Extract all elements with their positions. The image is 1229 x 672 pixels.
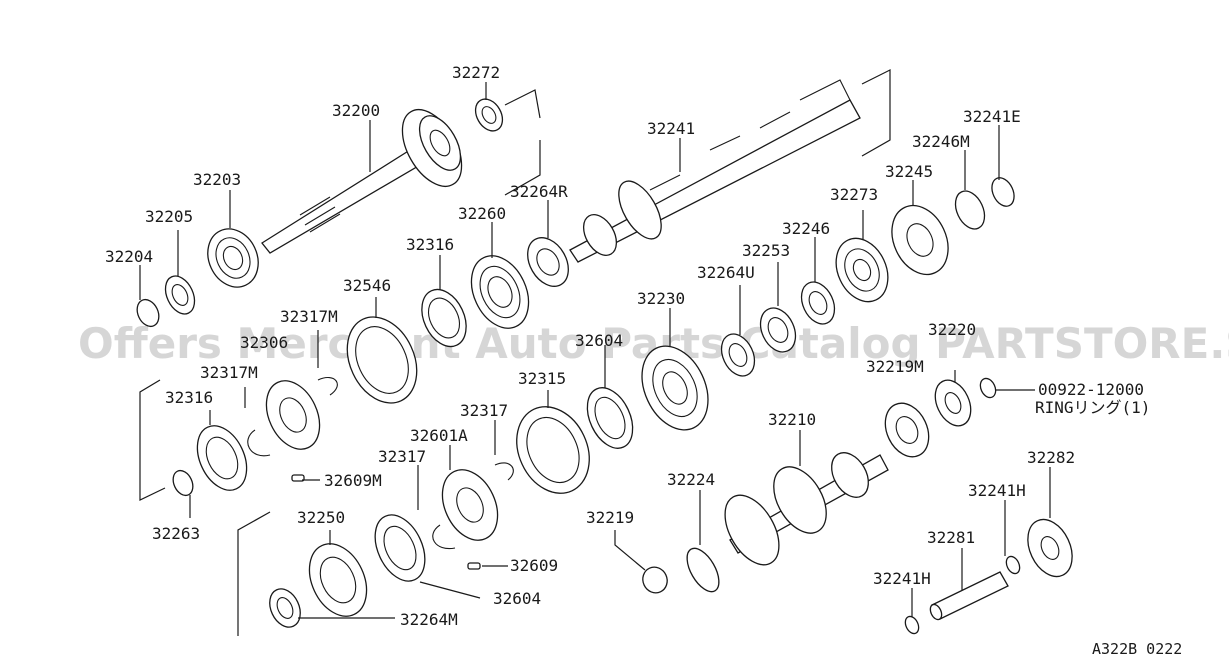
shifting-insert-32609: [467, 562, 481, 570]
needle-bearing-32272: [474, 98, 504, 132]
bushing-32253: [759, 307, 797, 353]
label-32264M: 32264M: [400, 610, 458, 629]
label-32604-upper: 32604: [575, 331, 623, 350]
label-32260: 32260: [458, 204, 506, 223]
snap-ring-00922: [979, 377, 997, 399]
label-32219: 32219: [586, 508, 634, 527]
label-32205: 32205: [145, 207, 193, 226]
label-32546: 32546: [343, 276, 391, 295]
label-32246M: 32246M: [912, 132, 970, 151]
gear-32250: [308, 543, 368, 617]
label-32282: 32282: [1027, 448, 1075, 467]
label-32601A: 32601A: [410, 426, 468, 445]
label-32264U: 32264U: [697, 263, 755, 282]
reverse-idler-gear-32282: [1027, 518, 1073, 578]
shifting-insert-32609M: [291, 474, 305, 482]
plate-32224: [686, 547, 720, 593]
label-32273: 32273: [830, 185, 878, 204]
bearing-32219: [642, 566, 668, 594]
label-32317M-lower: 32317M: [200, 363, 258, 382]
snap-ring-32204: [136, 298, 160, 328]
snap-ring-32241H-upper: [1005, 555, 1021, 575]
main-shaft-32241: [569, 79, 861, 263]
label-32246: 32246: [782, 219, 830, 238]
snap-ring-32263: [172, 469, 194, 497]
coupling-sleeve-32546: [346, 316, 418, 404]
gear-32245: [891, 204, 949, 276]
label-32316-upper: 32316: [406, 235, 454, 254]
label-32219M: 32219M: [866, 357, 924, 376]
gear-32260: [470, 255, 530, 329]
label-32317M-upper: 32317M: [280, 307, 338, 326]
synchro-ring-32604-upper: [586, 387, 634, 449]
label-32315: 32315: [518, 369, 566, 388]
gear-32220: [934, 379, 972, 427]
label-32604-lower: 32604: [493, 589, 541, 608]
snap-ring-32241E: [991, 177, 1015, 207]
gear-32230: [641, 345, 709, 431]
needle-bearing-32264M: [269, 588, 301, 628]
label-32241: 32241: [647, 119, 695, 138]
label-32317-lower: 32317: [378, 447, 426, 466]
needle-bearing-32264U: [720, 333, 756, 377]
bearing-32219M: [884, 402, 930, 458]
synchro-ring-32604-lower: [374, 514, 426, 582]
label-ring-qty: RINGリング(1): [1035, 398, 1150, 417]
label-32250: 32250: [297, 508, 345, 527]
label-32200: 32200: [332, 101, 380, 120]
label-32220: 32220: [928, 320, 976, 339]
synchro-hub-32306: [247, 377, 338, 457]
label-32316-lower: 32316: [165, 388, 213, 407]
synchro-hub-32601A: [432, 462, 514, 550]
bearing-32203: [207, 228, 259, 288]
synchro-ring-32316-lower: [196, 425, 248, 491]
label-32281: 32281: [927, 528, 975, 547]
washer-32246M: [954, 190, 986, 230]
leader-lines: [139, 69, 1051, 636]
label-32272: 32272: [452, 63, 500, 82]
label-32263: 32263: [152, 524, 200, 543]
label-32241E: 32241E: [963, 107, 1021, 126]
label-32241H-upper: 32241H: [968, 481, 1026, 500]
label-32241H-lower: 32241H: [873, 569, 931, 588]
label-32224: 32224: [667, 470, 715, 489]
label-32210: 32210: [768, 410, 816, 429]
label-32306: 32306: [240, 333, 288, 352]
label-32245: 32245: [885, 162, 933, 181]
washer-32205: [164, 275, 196, 315]
diagram-code: A322B 0222: [1092, 640, 1182, 658]
label-32264R: 32264R: [510, 182, 568, 201]
label-32253: 32253: [742, 241, 790, 260]
label-32204: 32204: [105, 247, 153, 266]
main-drive-shaft: [261, 109, 463, 254]
needle-bearing-32264R: [527, 237, 569, 287]
label-00922-12000: 00922-12000: [1038, 380, 1144, 399]
bearing-32273: [835, 237, 889, 303]
idler-shaft-32281: [929, 571, 1009, 621]
part-number-labels: 32272 32200 32241 32241E 32246M 32203 32…: [105, 63, 1150, 629]
label-32609M: 32609M: [324, 471, 382, 490]
label-32203: 32203: [193, 170, 241, 189]
label-32317-upper: 32317: [460, 401, 508, 420]
synchro-ring-32316-upper: [421, 288, 467, 348]
snap-ring-32241H-lower: [904, 615, 920, 635]
label-32609: 32609: [510, 556, 558, 575]
counter-shaft-32210: [724, 452, 889, 566]
washer-32246: [800, 281, 836, 325]
label-32230: 32230: [637, 289, 685, 308]
coupling-sleeve-32315: [516, 406, 590, 494]
